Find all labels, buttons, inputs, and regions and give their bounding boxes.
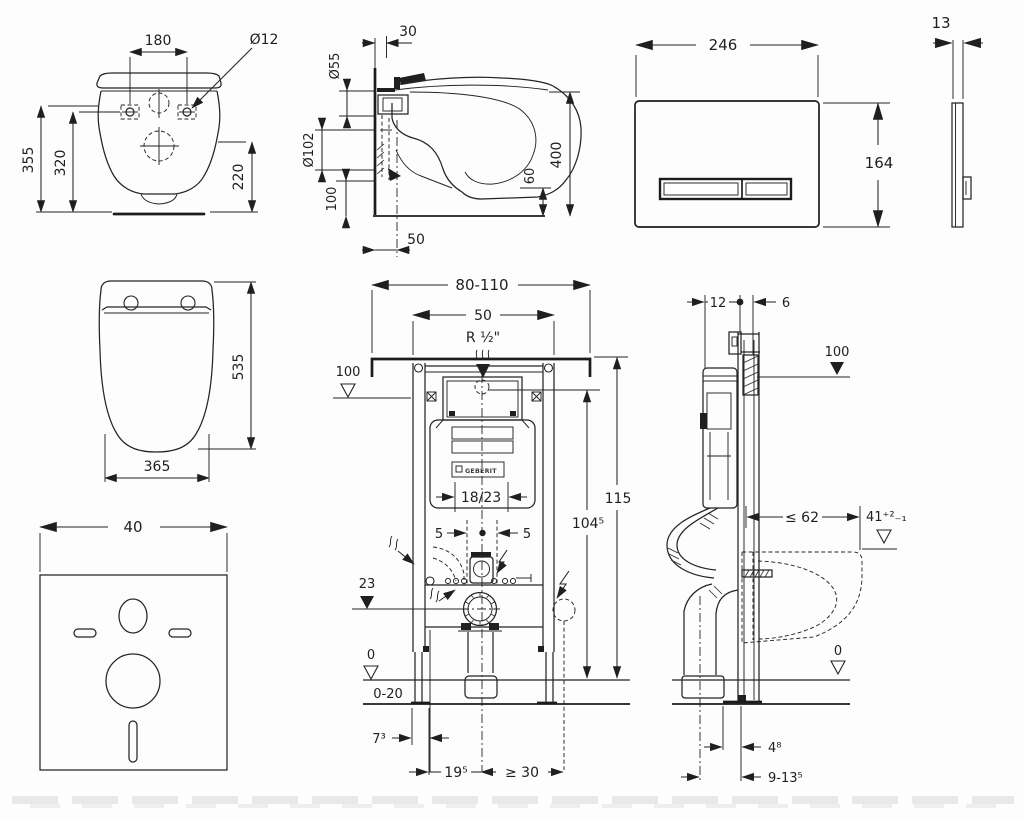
- dim-water-connection: R ½": [466, 330, 500, 346]
- dim-flush-pipe-dia: Ø55: [328, 53, 343, 80]
- dim-level-0: 0: [367, 648, 375, 663]
- dim-rim-height-41: 41⁺²₋₁: [866, 510, 907, 525]
- dim-level-23: 23: [359, 577, 376, 592]
- supply-arrow-icon: [476, 364, 490, 378]
- socket-position-marker: [552, 598, 576, 622]
- bend-clamp-hatch: [463, 592, 497, 626]
- level-marker-open-icon: [340, 383, 356, 399]
- dim-level-0-side: 0: [834, 644, 842, 659]
- dim-level-100-side: 100: [825, 345, 850, 360]
- view-flush-plate: 246 164 13: [634, 14, 983, 228]
- dim-foot-offset-7-3: 7³: [372, 732, 385, 747]
- dim-pad-size: 40: [123, 518, 142, 536]
- post-clip-left: [426, 391, 437, 402]
- view-toilet-front: 180 Ø12 355 320 220: [21, 32, 279, 216]
- sound-insulation-icon-2: [429, 587, 456, 603]
- level-marker-filled-icon-2: [830, 362, 844, 375]
- level-marker-open-icon-3: [876, 529, 892, 545]
- level-marker-open-icon-2: [363, 665, 379, 681]
- dim-plate-height: 164: [865, 154, 894, 172]
- dim-frame-width: 50: [474, 308, 492, 324]
- water-supply-waves-icon: [475, 349, 490, 361]
- dim-clearance-ge-30: ≥ 30: [505, 765, 539, 781]
- dim-foot-4-8: 4⁸: [768, 741, 781, 756]
- dim-height-355: 355: [21, 147, 37, 174]
- dim-plate-thickness: 13: [931, 14, 950, 32]
- dim-hole-spacing: 180: [145, 33, 172, 49]
- view-sound-pad: 40: [39, 518, 228, 771]
- view-frame-side: 12 6 100 ≤ 62 41⁺²₋₁: [666, 295, 907, 786]
- dim-outlet-dia: Ø102: [302, 132, 317, 167]
- dim-height-104-5: 104⁵: [572, 516, 604, 532]
- dim-height-320: 320: [53, 150, 69, 177]
- dim-gap-6: 6: [782, 296, 790, 311]
- dim-height-115: 115: [605, 491, 632, 507]
- dim-outlet-height: 100: [325, 187, 340, 212]
- sound-insulation-icon: [388, 535, 415, 565]
- dim-level-100: 100: [336, 365, 361, 380]
- view-frame-front: 80-110 50 R ½" 100 GEBERIT 18/23 5 5: [333, 276, 631, 781]
- dim-floor-buildup: 0-20: [373, 687, 403, 702]
- level-marker-open-icon-4: [830, 660, 846, 676]
- brand-label: GEBERIT: [465, 468, 497, 475]
- electrical-hazard-icon: [496, 549, 508, 574]
- electrical-hazard-icon-2: [556, 570, 570, 599]
- post-clip-right: [531, 391, 542, 402]
- view-seat-top: 535 365: [98, 280, 256, 483]
- pan-outline-dashed: [741, 551, 863, 644]
- view-toilet-side: 30 Ø55 Ø102 100 50 400 60: [302, 24, 582, 257]
- dim-seat-width: 365: [144, 459, 171, 475]
- dim-depth-400: 400: [549, 142, 565, 169]
- dim-wall-offset-50: 50: [407, 232, 425, 248]
- dim-depth-12: 12: [710, 296, 727, 311]
- dim-adjust-5-right: 5: [523, 527, 531, 542]
- dim-rail-width-range: 80-110: [455, 276, 508, 294]
- scan-artifact-band: [12, 796, 1014, 808]
- dim-offset-30: 30: [399, 24, 417, 40]
- dim-outlet-18-23: 18/23: [461, 490, 501, 506]
- dim-depth-le62: ≤ 62: [785, 510, 819, 526]
- dim-adjust-5-left: 5: [435, 527, 443, 542]
- dim-hole-diameter: Ø12: [250, 32, 279, 48]
- dim-plate-width: 246: [709, 36, 738, 54]
- dim-wall-9-13-5: 9-13⁵: [768, 771, 803, 786]
- dim-drain-offset-19-5: 19⁵: [444, 765, 467, 781]
- level-marker-filled-icon: [360, 596, 374, 609]
- dim-height-220: 220: [231, 164, 247, 191]
- dim-rim-60: 60: [523, 168, 538, 185]
- dim-seat-length: 535: [231, 354, 247, 381]
